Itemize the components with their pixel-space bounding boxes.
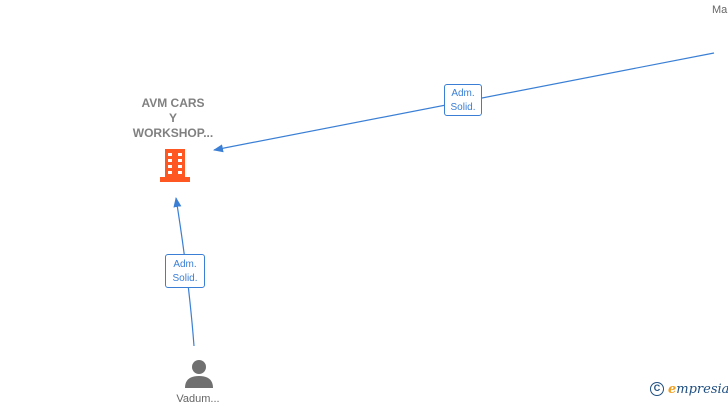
- person-icon[interactable]: [185, 360, 213, 388]
- edge-label-line: Solid.: [172, 273, 198, 284]
- brand-rest: mpresia: [676, 381, 728, 397]
- copyright-icon: C: [650, 382, 664, 396]
- empresia-watermark: C empresia: [650, 380, 728, 398]
- edge-label-person-role: Adm. Solid.: [165, 254, 205, 288]
- external-node-name[interactable]: Ma...: [712, 4, 728, 16]
- edge-label-line: Adm.: [451, 88, 475, 99]
- company-name-line: AVM CARS: [141, 96, 205, 110]
- edge-label-line: Solid.: [450, 102, 476, 113]
- edge-label-external-role: Adm. Solid.: [444, 84, 482, 116]
- company-name-line: WORKSHOP...: [132, 126, 214, 140]
- brand-name: empresia: [668, 382, 728, 397]
- company-name[interactable]: AVM CARS Y WORKSHOP...: [118, 96, 228, 141]
- building-icon[interactable]: [160, 149, 190, 182]
- brand-initial: e: [668, 381, 677, 397]
- person-name[interactable]: Vadum...: [176, 393, 220, 405]
- edge-label-line: Adm.: [173, 259, 197, 270]
- company-name-line: Y: [168, 111, 177, 125]
